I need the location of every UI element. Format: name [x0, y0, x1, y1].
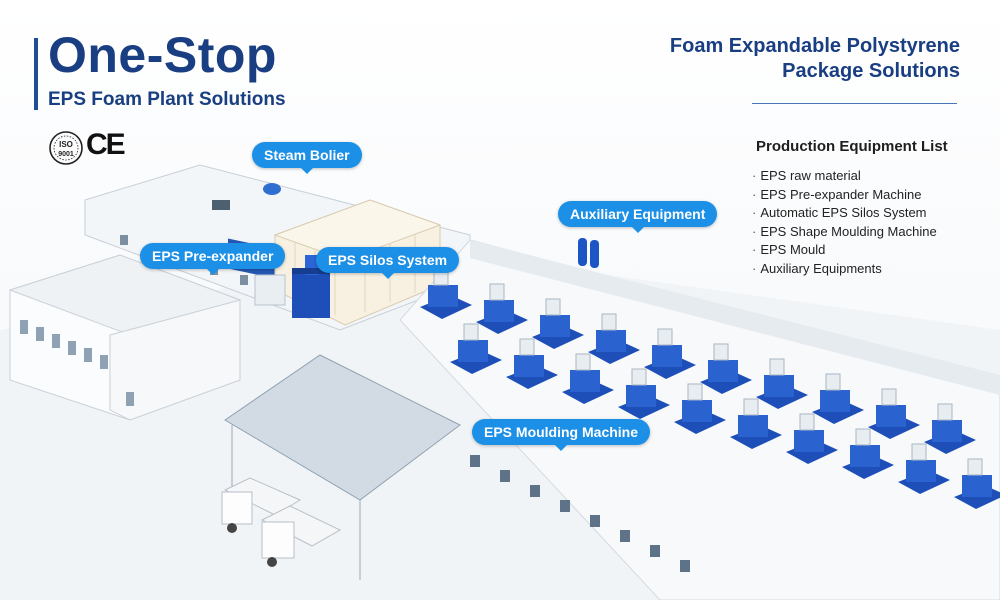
iso-9001-badge: ISO 9001	[49, 131, 83, 165]
ce-mark: CE	[86, 128, 126, 161]
moulding-machine	[868, 388, 920, 439]
office-building	[8, 254, 242, 421]
right-title: Foam Expandable Polystyrene Package Solu…	[670, 34, 960, 84]
moulding-machine	[786, 413, 838, 464]
moulding-machines-row	[420, 268, 1000, 509]
moulding-machine	[450, 323, 502, 374]
equipment-list-heading: Production Equipment List	[756, 138, 948, 155]
moulding-machine	[506, 338, 558, 389]
moulding-machine	[674, 383, 726, 434]
list-item: ·Automatic EPS Silos System	[752, 205, 927, 220]
list-item: ·Auxiliary Equipments	[752, 260, 882, 276]
right-title-line2: Package Solutions	[782, 60, 960, 82]
hall-windows	[470, 455, 690, 572]
truck-1	[221, 477, 302, 533]
pre-expander-art	[254, 255, 330, 318]
svg-text:ISO: ISO	[59, 140, 73, 149]
moulding-machine	[532, 298, 584, 349]
moulding-machine	[924, 403, 976, 454]
loading-canopy	[224, 354, 461, 580]
callout-auxiliary-equipment: Auxiliary Equipment	[558, 201, 718, 233]
moulding-machine	[562, 353, 614, 404]
moulding-machine	[898, 443, 950, 494]
moulding-machine	[420, 268, 472, 319]
moulding-machine	[644, 328, 696, 379]
callout-steam-boiler: Steam Bolier	[252, 142, 362, 174]
page-subtitle: EPS Foam Plant Solutions	[48, 89, 286, 110]
moulding-machine	[588, 313, 640, 364]
right-title-line1: Foam Expandable Polystyrene	[669, 35, 960, 57]
moulding-machine	[618, 368, 670, 419]
equipment-list: ·EPS raw material ·EPS Pre-expander Mach…	[752, 167, 937, 278]
title-accent-bar	[34, 38, 38, 110]
moulding-machine	[842, 428, 894, 479]
moulding-machine	[954, 458, 1000, 509]
moulding-machine	[700, 343, 752, 394]
page-title: One-Stop	[48, 27, 277, 83]
list-item: ·EPS Pre-expander Machine	[752, 186, 922, 202]
aux-tanks-left	[578, 238, 599, 268]
moulding-machine	[812, 373, 864, 424]
moulding-machine	[476, 283, 528, 334]
truck-2	[260, 505, 342, 567]
callout-pre-expander: EPS Pre-expander	[140, 243, 286, 275]
list-item: ·EPS Mould	[752, 242, 826, 257]
moulding-machine	[730, 398, 782, 449]
svg-text:9001: 9001	[58, 151, 74, 158]
callout-moulding-machine: EPS Moulding Machine	[472, 419, 651, 451]
list-item: ·EPS Shape Moulding Machine	[752, 223, 937, 239]
moulding-machine	[756, 358, 808, 409]
list-item: ·EPS raw material	[752, 168, 861, 183]
right-title-divider	[752, 103, 957, 104]
callout-silos-system: EPS Silos System	[316, 247, 460, 279]
